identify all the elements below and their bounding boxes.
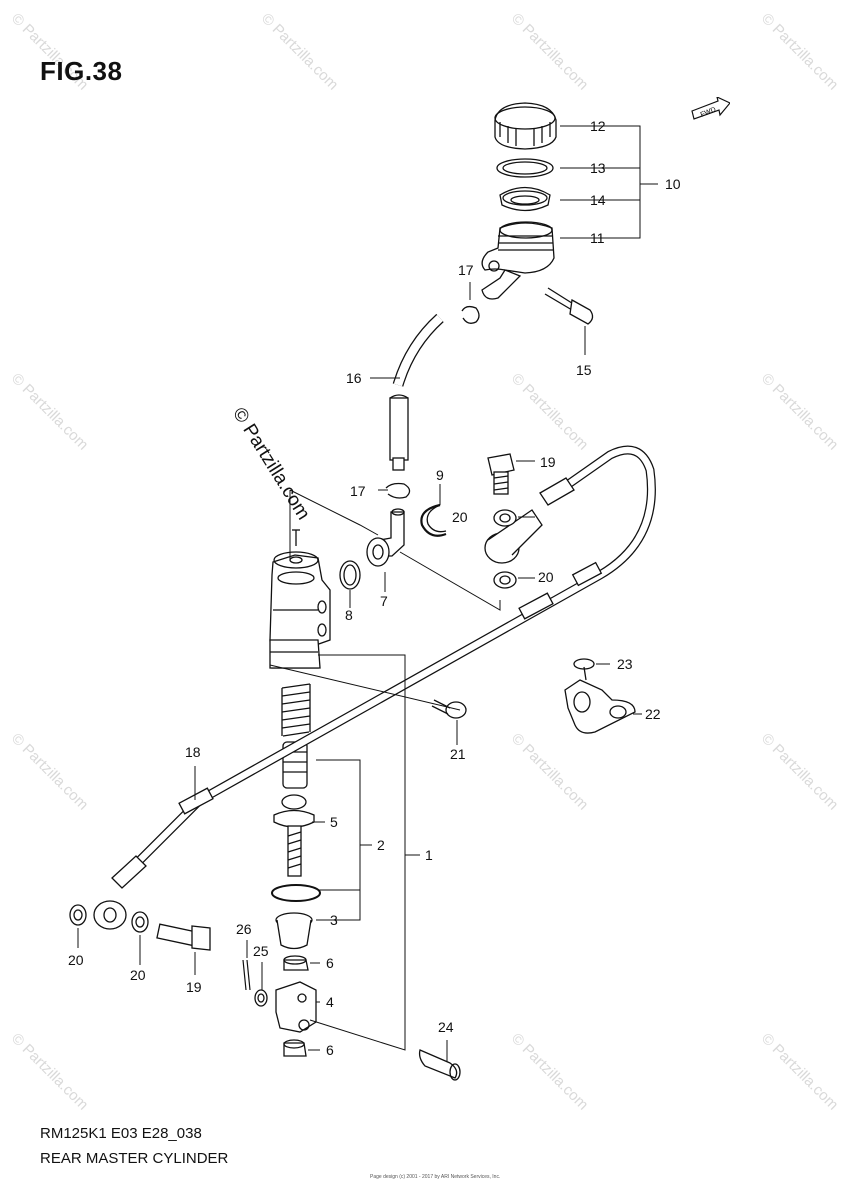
brake-hose[interactable] — [111, 445, 656, 889]
union-bolt-lower[interactable] — [156, 923, 211, 951]
snap-ring[interactable] — [271, 884, 321, 902]
clevis-pin[interactable] — [418, 1049, 461, 1081]
copyright-text: Page design (c) 2001 - 2017 by ARI Netwo… — [370, 1174, 501, 1180]
washer-25[interactable] — [254, 989, 268, 1007]
banjo-lower[interactable] — [93, 900, 127, 930]
label-11: 11 — [590, 230, 605, 246]
label-20a: 20 — [452, 509, 468, 525]
label-20c: 20 — [68, 952, 84, 968]
reservoir-body[interactable] — [481, 221, 555, 300]
guide-bolt[interactable] — [431, 699, 467, 719]
circlip[interactable] — [420, 503, 447, 537]
master-cylinder-body[interactable] — [269, 529, 331, 669]
nut-upper[interactable] — [283, 955, 309, 971]
label-18: 18 — [185, 744, 201, 760]
label-5: 5 — [330, 814, 338, 830]
label-1: 1 — [425, 847, 433, 863]
label-21: 21 — [450, 746, 466, 762]
reservoir-hose[interactable] — [389, 313, 444, 471]
label-24: 24 — [438, 1019, 454, 1035]
label-12: 12 — [590, 118, 606, 134]
label-19b: 19 — [186, 979, 202, 995]
diagram-code: RM125K1 E03 E28_038 — [40, 1125, 202, 1142]
label-20b: 20 — [538, 569, 554, 585]
label-19a: 19 — [540, 454, 556, 470]
label-10: 10 — [665, 176, 681, 192]
label-17b: 17 — [350, 483, 366, 499]
label-20d: 20 — [130, 967, 146, 983]
forward-arrow-icon: FWD — [691, 97, 730, 120]
label-26: 26 — [236, 921, 252, 937]
diagram-name: REAR MASTER CYLINDER — [40, 1150, 229, 1167]
label-3: 3 — [330, 912, 338, 928]
leader-lines — [77, 125, 658, 1062]
figure-title: FIG.38 — [40, 56, 123, 86]
union-bolt-upper[interactable] — [487, 453, 515, 495]
clevis[interactable] — [275, 981, 317, 1033]
boot[interactable] — [275, 912, 313, 950]
hose-connector[interactable] — [366, 508, 405, 567]
diaphragm-plate[interactable] — [496, 158, 554, 178]
hose-clamp-upper[interactable] — [461, 305, 480, 324]
push-rod[interactable] — [273, 794, 315, 877]
label-25: 25 — [253, 943, 269, 959]
label-16: 16 — [346, 370, 362, 386]
connector-o-ring[interactable] — [339, 560, 361, 590]
label-6a: 6 — [326, 955, 334, 971]
label-13: 13 — [590, 160, 606, 176]
label-8: 8 — [345, 607, 353, 623]
gasket-washers[interactable] — [69, 509, 517, 933]
part-labels: 12 13 14 11 10 15 17 16 17 9 19 20 20 7 … — [68, 118, 681, 1058]
label-2: 2 — [377, 837, 385, 853]
hose-guide[interactable] — [564, 679, 636, 734]
reservoir-cap[interactable] — [494, 102, 557, 150]
hose-clamp-lower[interactable] — [385, 482, 411, 499]
label-22: 22 — [645, 706, 661, 722]
label-6b: 6 — [326, 1042, 334, 1058]
label-14: 14 — [590, 192, 606, 208]
reservoir-bolt[interactable] — [544, 287, 594, 325]
banjo-upper[interactable] — [484, 509, 543, 564]
cotter-pin[interactable] — [242, 959, 251, 991]
label-15: 15 — [576, 362, 592, 378]
nut-lower[interactable] — [283, 1039, 307, 1057]
label-9: 9 — [436, 467, 444, 483]
diaphragm[interactable] — [499, 186, 551, 212]
label-17a: 17 — [458, 262, 474, 278]
spring[interactable] — [281, 683, 311, 737]
label-4: 4 — [326, 994, 334, 1010]
label-23: 23 — [617, 656, 633, 672]
guide-screw[interactable] — [573, 658, 595, 681]
label-7: 7 — [380, 593, 388, 609]
